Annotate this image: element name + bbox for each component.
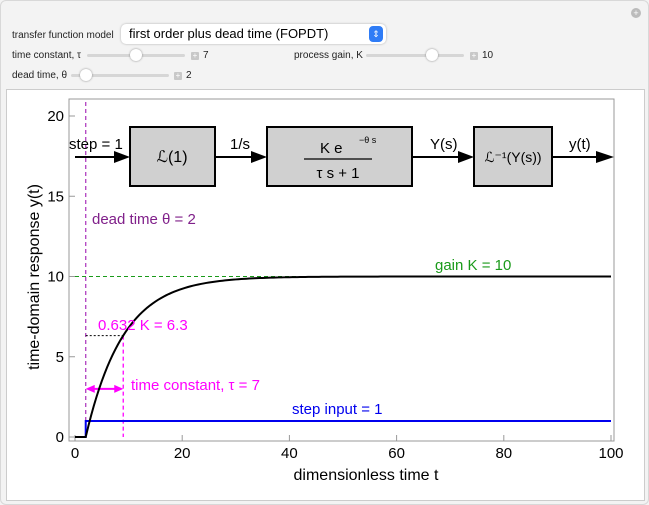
- arrow-icon: [596, 151, 614, 163]
- y-tick-label: 10: [47, 269, 64, 286]
- tau-slider[interactable]: [87, 49, 185, 61]
- signal1-label: 1/s: [230, 136, 250, 153]
- step-input-annotation: step input = 1: [292, 401, 382, 418]
- theta-label: dead time, θ: [12, 70, 68, 81]
- x-tick-label: 40: [281, 445, 298, 462]
- updown-chevron-icon: ⇕: [369, 26, 383, 42]
- x-axis-label: dimensionless time t: [294, 467, 440, 484]
- gain-expand-icon[interactable]: +: [470, 51, 478, 60]
- theta-slider[interactable]: [71, 69, 169, 81]
- theta-value: 2: [186, 70, 192, 81]
- step-label: step = 1: [69, 136, 123, 153]
- arrow-icon: [251, 151, 267, 163]
- theta-expand-icon[interactable]: +: [174, 71, 182, 80]
- arrow-icon: [114, 151, 130, 163]
- denominator-label: τ s + 1: [316, 165, 359, 182]
- x-tick-label: 80: [495, 445, 512, 462]
- fraction-annotation: 0.632 K = 6.3: [98, 317, 188, 334]
- plot-panel: 0 20 40 60 80 100 0 5 10 15 20 step = 1 ℒ(1) 1/s K…: [6, 89, 645, 501]
- y-axis-label: time-domain response y(t): [26, 184, 43, 370]
- box3-label: ℒ⁻¹(Y(s)): [484, 149, 541, 165]
- signal2-label: Y(s): [430, 136, 458, 153]
- block-diagram: [75, 126, 614, 187]
- inverse-laplace-box: [473, 126, 553, 187]
- model-select-value: first order plus dead time (FOPDT): [129, 26, 329, 41]
- gain-slider[interactable]: [366, 49, 464, 61]
- y-tick-label: 20: [47, 108, 64, 125]
- plus-corner-icon[interactable]: +: [631, 8, 641, 18]
- theta-slider-thumb[interactable]: [79, 69, 92, 81]
- laplace-box: [129, 126, 216, 187]
- step-input-line: [75, 419, 611, 438]
- tau-value: 7: [203, 50, 209, 61]
- transfer-function-box: [266, 126, 413, 187]
- arrowhead-icon: [85, 384, 95, 393]
- x-tick-label: 20: [174, 445, 191, 462]
- numerator-exponent: −θ s: [359, 135, 377, 145]
- gain-value: 10: [482, 50, 494, 61]
- tau-expand-icon[interactable]: +: [191, 51, 199, 60]
- response-plot: 0 20 40 60 80 100 0 5 10 15 20 step = 1 ℒ(1) 1/s K…: [26, 98, 624, 484]
- gain-annotation: gain K = 10: [435, 257, 511, 274]
- numerator-label: K e: [320, 140, 343, 157]
- box1-label: ℒ(1): [156, 149, 187, 166]
- gain-slider-thumb[interactable]: [426, 49, 439, 61]
- y-tick-label: 5: [56, 349, 64, 366]
- x-tick-label: 60: [388, 445, 405, 462]
- arrow-icon: [458, 151, 474, 163]
- dead-time-annotation: dead time θ = 2: [92, 211, 196, 228]
- time-constant-annotation: time constant, τ = 7: [131, 377, 260, 394]
- tau-slider-thumb[interactable]: [130, 49, 142, 61]
- model-select[interactable]: first order plus dead time (FOPDT) ⇕: [121, 24, 386, 44]
- arrowhead-icon: [114, 384, 124, 393]
- model-label: transfer function model: [12, 30, 114, 41]
- response-curve: [75, 275, 612, 438]
- plot-frame: [68, 98, 615, 442]
- y-tick-label: 0: [56, 429, 64, 446]
- x-tick-label: 0: [71, 445, 79, 462]
- tau-label: time constant, τ: [12, 50, 81, 61]
- gain-label: process gain, K: [294, 50, 363, 61]
- signal3-label: y(t): [569, 136, 591, 153]
- y-tick-label: 15: [47, 188, 64, 205]
- x-tick-label: 100: [598, 445, 623, 462]
